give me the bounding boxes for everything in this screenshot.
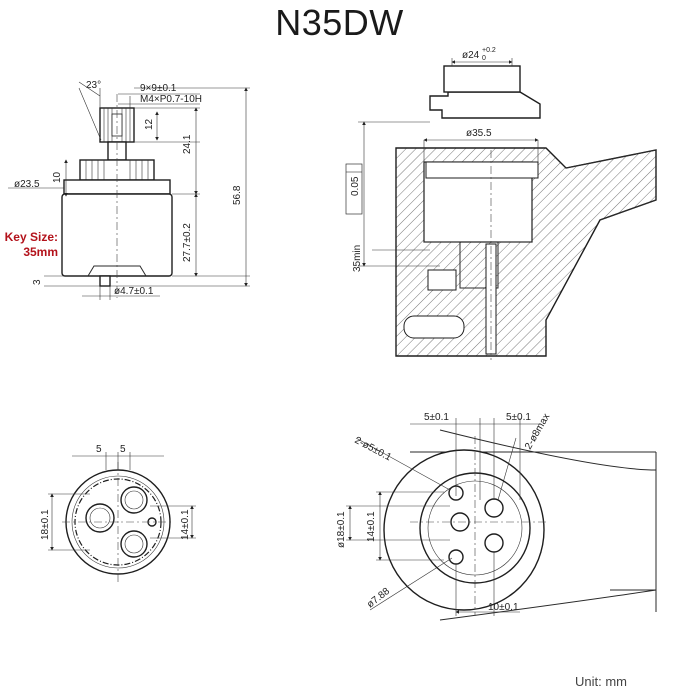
label-bottom-14: 14±0.1 — [180, 509, 191, 540]
label-h24: 24.1 — [182, 134, 193, 154]
label-seat-10: 10±0.1 — [488, 602, 519, 613]
label-seat-5b: 5±0.1 — [506, 412, 531, 423]
section-view — [345, 58, 657, 360]
label-h277: 27.7±0.2 — [182, 223, 193, 262]
cap-nut — [429, 91, 541, 119]
label-seat-18: ø18±0.1 — [336, 511, 347, 548]
side-view — [8, 81, 250, 300]
bottom-view — [48, 452, 196, 582]
label-bottom-5a: 5 — [96, 444, 102, 455]
label-d24-tol-up: +0.2 — [482, 47, 496, 54]
hole-large-bottom — [484, 533, 504, 553]
label-flatness: 0.05 — [350, 176, 361, 196]
label-total: 56.8 — [232, 185, 243, 205]
key-size-caption: Key Size: — [4, 230, 58, 244]
cap-top — [443, 65, 521, 93]
label-seat-5a: 5±0.1 — [424, 412, 449, 423]
unit-note: Unit: mm — [575, 674, 627, 689]
hole-large-top — [484, 498, 504, 518]
label-seat-78: ø7.88 — [365, 586, 392, 611]
seat-plan-view — [346, 418, 657, 621]
label-thread: M4×P0.7-10H — [140, 94, 202, 105]
key-size-label: Key Size: 35mm — [0, 230, 58, 260]
label-h3: 3 — [32, 279, 43, 285]
label-d355: ø35.5 — [466, 128, 492, 139]
label-min35: 35min — [352, 245, 363, 272]
label-d235: ø23.5 — [14, 179, 40, 190]
label-bottom-5b: 5 — [120, 444, 126, 455]
label-spline: 9×9±0.1 — [140, 83, 177, 94]
page-title: N35DW — [275, 2, 404, 43]
key-size-value: 35mm — [23, 245, 58, 259]
hole-small-bottom — [448, 549, 464, 565]
outlet-channel — [403, 315, 465, 339]
label-seat-14: 14±0.1 — [366, 511, 377, 542]
label-h10: 10 — [52, 171, 63, 183]
label-h12: 12 — [144, 118, 155, 130]
label-d47: ø4.7±0.1 — [114, 286, 154, 297]
label-d24: ø24 — [462, 50, 480, 61]
locating-pin — [99, 275, 111, 287]
label-bottom-18: 18±0.1 — [40, 509, 51, 540]
label-d24-tol-lo: 0 — [482, 55, 486, 62]
label-holes5: 2-ø5±0.1 — [353, 435, 394, 464]
label-angle: 23° — [86, 80, 101, 91]
